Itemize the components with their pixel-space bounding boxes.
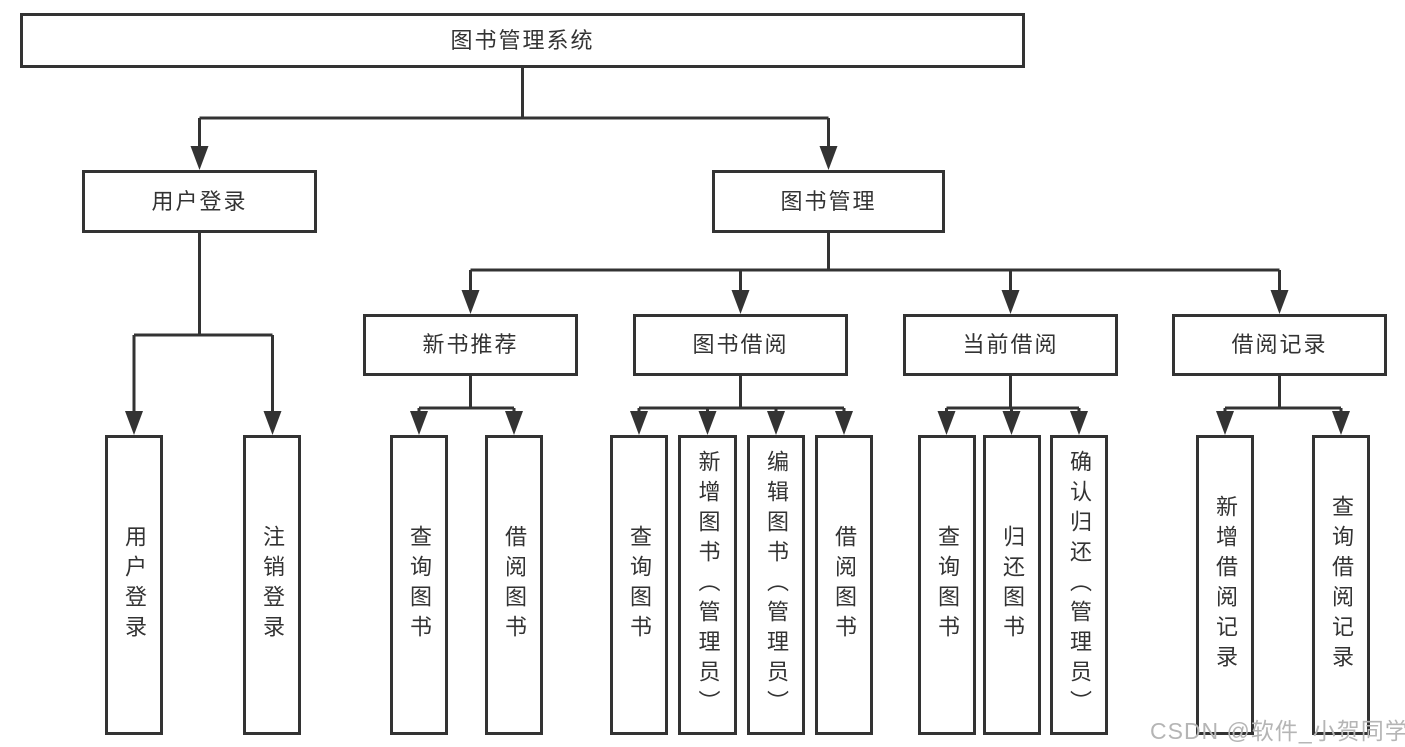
edge-current-borrow-to-children: [937, 376, 1088, 435]
leaf-logout-label: 注销登录: [260, 525, 285, 645]
node-borrow-records-label: 借阅记录: [1231, 332, 1328, 357]
edge-book-management-to-level3: [461, 233, 1289, 314]
node-book-borrow: 图书借阅: [633, 314, 848, 376]
leaf-query-books-borrow: 查询图书: [610, 435, 668, 735]
node-root: 图书管理系统: [20, 13, 1025, 68]
leaf-confirm-return-admin: 确认归还（管理员）: [1050, 435, 1108, 735]
node-new-book-recommend-label: 新书推荐: [422, 332, 519, 357]
leaf-borrow-books: 借阅图书: [815, 435, 873, 735]
node-new-book-recommend: 新书推荐: [363, 314, 578, 376]
node-borrow-records: 借阅记录: [1172, 314, 1387, 376]
leaf-user-login-label: 用户登录: [122, 525, 147, 645]
leaf-query-books-borrow-label: 查询图书: [627, 525, 652, 645]
leaf-add-book-admin-label: 新增图书（管理员）: [695, 450, 721, 720]
edge-new-book-recommend-to-children: [410, 376, 523, 435]
leaf-return-book: 归还图书: [983, 435, 1041, 735]
leaf-confirm-return-admin-label: 确认归还（管理员）: [1067, 450, 1092, 720]
leaf-query-books-current: 查询图书: [918, 435, 976, 735]
node-root-label: 图书管理系统: [450, 27, 595, 53]
node-book-borrow-label: 图书借阅: [692, 332, 789, 357]
leaf-add-book-admin: 新增图书（管理员）: [678, 435, 737, 735]
leaf-return-book-label: 归还图书: [1000, 525, 1025, 645]
leaf-user-login: 用户登录: [105, 435, 163, 735]
node-user-login: 用户登录: [82, 170, 317, 233]
node-current-borrow: 当前借阅: [903, 314, 1118, 376]
leaf-add-borrow-record: 新增借阅记录: [1196, 435, 1254, 735]
node-current-borrow-label: 当前借阅: [962, 332, 1059, 357]
leaf-borrow-books-recommend-label: 借阅图书: [502, 525, 527, 645]
leaf-query-books-recommend-label: 查询图书: [407, 525, 432, 645]
node-book-management: 图书管理: [712, 170, 945, 233]
edge-borrow-records-to-children: [1216, 376, 1350, 435]
edge-root-to-level2: [190, 68, 838, 170]
leaf-query-borrow-record-label: 查询借阅记录: [1329, 495, 1354, 675]
node-user-login-label: 用户登录: [151, 188, 248, 214]
leaf-edit-book-admin: 编辑图书（管理员）: [747, 435, 805, 735]
leaf-query-books-current-label: 查询图书: [935, 525, 960, 645]
leaf-logout: 注销登录: [243, 435, 301, 735]
leaf-query-books-recommend: 查询图书: [390, 435, 448, 735]
watermark: CSDN @软件_小贺同学: [1150, 718, 1405, 744]
edge-book-borrow-to-children: [630, 376, 853, 435]
edge-user-login-to-children: [125, 233, 282, 435]
leaf-add-borrow-record-label: 新增借阅记录: [1213, 495, 1238, 675]
node-book-management-label: 图书管理: [780, 188, 877, 214]
leaf-borrow-books-label: 借阅图书: [832, 525, 857, 645]
leaf-query-borrow-record: 查询借阅记录: [1312, 435, 1370, 735]
leaf-borrow-books-recommend: 借阅图书: [485, 435, 543, 735]
leaf-edit-book-admin-label: 编辑图书（管理员）: [764, 450, 789, 720]
